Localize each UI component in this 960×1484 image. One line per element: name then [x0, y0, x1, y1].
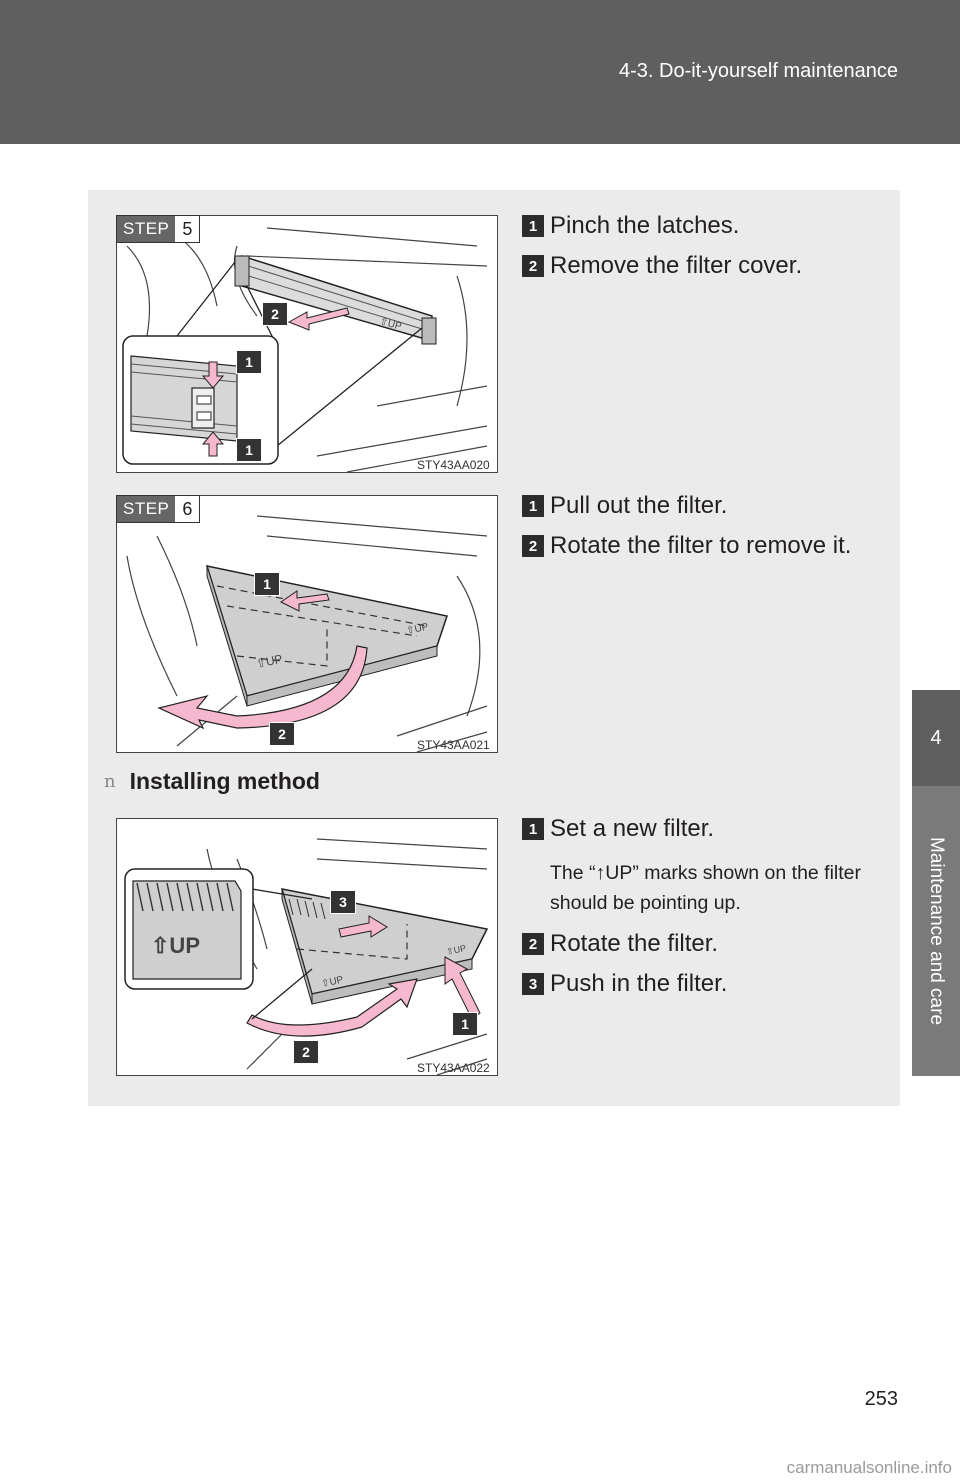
step6-instruction-2-text: Rotate the filter to remove it. — [550, 532, 852, 559]
step5-badge-number: 5 — [175, 216, 200, 242]
step6-illustration: ⇧UP ⇧UP — [126, 515, 488, 752]
installing-instruction-3-text: Push in the filter. — [550, 970, 728, 997]
section-bullet: n — [104, 771, 116, 792]
step6-badge-number: 6 — [175, 496, 200, 522]
step5-callout-2: 2 — [262, 302, 288, 326]
installing-callout-1: 1 — [452, 1012, 478, 1036]
chapter-tab-number[interactable]: 4 — [912, 690, 960, 786]
step6-figure: ⇧UP ⇧UP — [116, 495, 498, 753]
step6-instruction-2-num: 2 — [522, 535, 544, 557]
up-mark-text-tiny: ⇧UP — [445, 943, 467, 957]
step5-instruction-1: 1 Pinch the latches. — [522, 212, 739, 240]
step6-figure-code: STY43AA021 — [417, 738, 490, 752]
step6-callout-1: 1 — [254, 572, 280, 596]
step5-badge: STEP 5 — [116, 215, 201, 243]
installing-instruction-1-text: Set a new filter. — [550, 815, 715, 842]
step5-instruction-1-text: Pinch the latches. — [550, 212, 740, 239]
installing-note: The “↑UP” marks shown on the filter shou… — [550, 862, 862, 914]
up-mark-text-small: ⇧UP — [320, 974, 344, 989]
chapter-tab-label-text: Maintenance and care — [926, 836, 947, 1026]
step6-badge: STEP 6 — [116, 495, 201, 523]
installing-instruction-1-num: 1 — [522, 818, 544, 840]
step6-badge-word: STEP — [117, 496, 176, 522]
up-mark-text-large: ⇧UP — [151, 933, 200, 958]
up-mark-text-front: ⇧UP — [255, 652, 284, 671]
up-mark-text-side: ⇧UP — [405, 621, 429, 636]
step6-instruction-2: 2 Rotate the filter to remove it. — [522, 532, 851, 560]
step6-callout-2: 2 — [269, 722, 295, 746]
chapter-tab-label[interactable]: Maintenance and care — [912, 786, 960, 1076]
step5-callout-1-top: 1 — [236, 350, 262, 374]
installing-instruction-3-num: 3 — [522, 973, 544, 995]
installing-figure: ⇧UP ⇧UP ⇧UP — [116, 818, 498, 1076]
step5-figure: ⇧UP — [116, 215, 498, 473]
step6-instruction-1: 1 Pull out the filter. — [522, 492, 727, 520]
step5-instruction-2: 2 Remove the filter cover. — [522, 252, 802, 280]
installing-figure-code: STY43AA022 — [417, 1061, 490, 1075]
installing-section-title: Installing method — [129, 768, 320, 794]
watermark: carmanualsonline.info — [786, 1458, 952, 1477]
installing-instruction-1: 1 Set a new filter. — [522, 815, 714, 843]
installing-section-heading: n Installing method — [104, 768, 320, 795]
step5-figure-code: STY43AA020 — [417, 458, 490, 472]
step5-callout-1-bottom: 1 — [236, 438, 262, 462]
installing-callout-3: 3 — [330, 890, 356, 914]
step6-instruction-1-text: Pull out the filter. — [550, 492, 728, 519]
installing-illustration: ⇧UP ⇧UP ⇧UP — [124, 838, 489, 1075]
installing-instruction-2-num: 2 — [522, 933, 544, 955]
section-title-header: 4-3. Do-it-yourself maintenance — [618, 60, 898, 82]
step6-instruction-1-num: 1 — [522, 495, 544, 517]
installing-instruction-2-text: Rotate the filter. — [550, 930, 719, 957]
step5-illustration: ⇧UP — [122, 227, 488, 472]
step5-instruction-1-num: 1 — [522, 215, 544, 237]
page-number: 253 — [864, 1388, 898, 1410]
installing-instruction-2: 2 Rotate the filter. — [522, 930, 718, 958]
step5-badge-word: STEP — [117, 216, 176, 242]
step5-instruction-2-text: Remove the filter cover. — [550, 252, 803, 279]
installing-instruction-3: 3 Push in the filter. — [522, 970, 727, 998]
page-header: 4-3. Do-it-yourself maintenance — [0, 0, 960, 144]
installing-callout-2: 2 — [293, 1040, 319, 1064]
step5-instruction-2-num: 2 — [522, 255, 544, 277]
